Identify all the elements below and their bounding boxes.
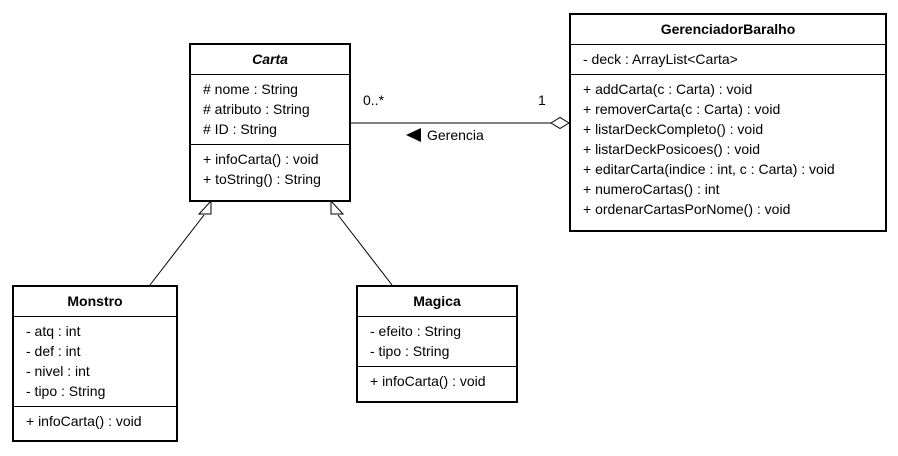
method-item: + removerCarta(c : Carta) : void: [583, 101, 781, 117]
attribute-item: # ID : String: [203, 121, 277, 137]
class-carta-attributes: # nome : String # atributo : String # ID :…: [191, 74, 349, 144]
multiplicity-carta: 0..*: [363, 92, 385, 108]
method-list: + infoCarta() : void: [26, 411, 176, 431]
attribute-list: - deck : ArrayList<Carta>: [583, 49, 885, 69]
class-gerenciador-baralho-attributes: - deck : ArrayList<Carta>: [571, 44, 885, 74]
attribute-item: - tipo : String: [370, 343, 450, 359]
class-monstro-methods: + infoCarta() : void: [14, 406, 176, 436]
association-name: Gerencia: [427, 127, 484, 143]
attribute-item: - tipo : String: [26, 383, 106, 399]
class-carta-name: Carta: [252, 51, 288, 67]
attribute-item: - efeito : String: [370, 323, 462, 339]
method-item: + editarCarta(indice : int, c : Carta) :…: [583, 161, 835, 177]
method-item: + infoCarta() : void: [370, 373, 486, 389]
attribute-item: - atq : int: [26, 323, 81, 339]
attribute-item: # atributo : String: [203, 101, 310, 117]
method-item: + infoCarta() : void: [26, 413, 142, 429]
method-item: + addCarta(c : Carta) : void: [583, 81, 753, 97]
method-item: + ordenarCartasPorNome() : void: [583, 201, 791, 217]
generalization-arrowhead-monstro: [197, 199, 212, 215]
attribute-list: - atq : int - def : int - nivel : int - tip…: [26, 321, 176, 401]
class-monstro[interactable]: Monstro - atq : int - def : int - nivel : …: [12, 285, 178, 442]
direction-arrow-icon: [406, 128, 421, 142]
method-list: + infoCarta() : void + toString() : Strin…: [203, 149, 349, 189]
class-monstro-name: Monstro: [67, 293, 123, 309]
multiplicity-gerenciador: 1: [538, 92, 546, 108]
attribute-item: - deck : ArrayList<Carta>: [583, 51, 738, 67]
method-list: + addCarta(c : Carta) : void + removerCar…: [583, 79, 885, 219]
method-item: + toString() : String: [203, 171, 321, 187]
generalization-line-magica: [337, 214, 393, 286]
class-monstro-attributes: - atq : int - def : int - nivel : int - tip…: [14, 316, 176, 406]
class-gerenciador-baralho[interactable]: GerenciadorBaralho - deck : ArrayList<Ca…: [569, 13, 887, 232]
association-name-label: Gerencia: [406, 127, 484, 143]
class-magica-methods: + infoCarta() : void: [358, 366, 516, 396]
attribute-item: - def : int: [26, 343, 81, 359]
method-item: + listarDeckPosicoes() : void: [583, 141, 761, 157]
class-magica-attributes: - efeito : String - tipo : String: [358, 316, 516, 366]
class-carta-methods: + infoCarta() : void + toString() : Strin…: [191, 144, 349, 194]
method-item: + infoCarta() : void: [203, 151, 319, 167]
method-item: + listarDeckCompleto() : void: [583, 121, 764, 137]
class-magica[interactable]: Magica - efeito : String- tipo : String …: [356, 285, 518, 403]
class-gerenciador-baralho-methods: + addCarta(c : Carta) : void + removerCar…: [571, 74, 885, 224]
class-carta[interactable]: Carta # nome : String # atributo : String…: [189, 43, 351, 202]
attribute-item: # nome : String: [203, 81, 298, 97]
attribute-list: - efeito : String - tipo : String: [370, 321, 516, 361]
attribute-item: - nivel : int: [26, 363, 90, 379]
method-list: + infoCarta() : void: [370, 371, 516, 391]
method-item: + numeroCartas() : int: [583, 181, 720, 197]
generalization-line-monstro: [149, 214, 205, 286]
generalization-arrowhead-magica: [330, 199, 345, 215]
class-magica-name: Magica: [413, 293, 461, 309]
attribute-list: # nome : String # atributo : String # ID :…: [203, 79, 349, 139]
aggregation-diamond: [550, 116, 570, 130]
class-gerenciador-baralho-name: GerenciadorBaralho: [660, 21, 796, 37]
